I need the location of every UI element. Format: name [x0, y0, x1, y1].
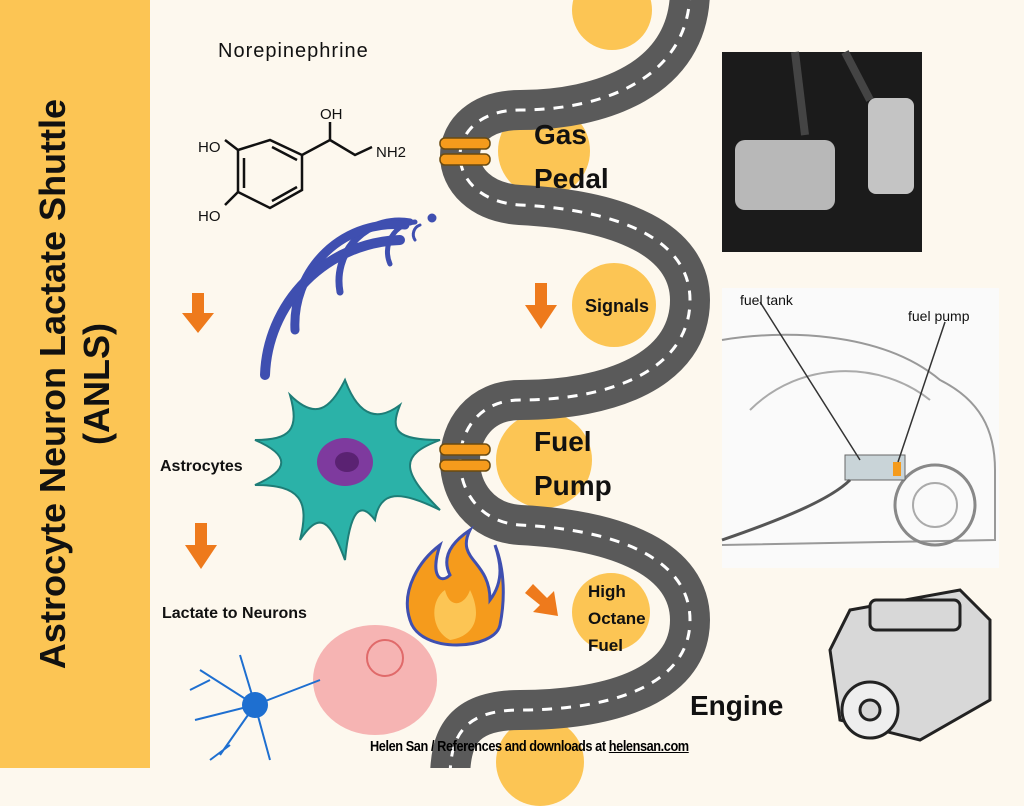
gas-pedal-marker: [439, 137, 491, 166]
high-octane-label: High Octane Fuel: [588, 578, 646, 659]
fuel-pump-diagram-label: fuel pump: [908, 308, 970, 324]
fuel-pump-marker: [439, 443, 491, 472]
astrocytes-label: Astrocytes: [160, 458, 243, 475]
lactate-label: Lactate to Neurons: [162, 605, 307, 622]
gas-pedal-photo: [722, 50, 922, 252]
ho-label-2: HO: [198, 208, 221, 225]
circle-high-octane: [572, 573, 650, 651]
fuel-pump-line2: Pump: [534, 470, 612, 501]
circle-fuel-pump: [496, 412, 592, 508]
fuel-tank-label: fuel tank: [740, 292, 793, 308]
sidebar: Astrocyte Neuron Lactate Shuttle (ANLS): [0, 0, 150, 768]
engine-label: Engine: [690, 690, 784, 721]
car-fuel-diagram: [721, 288, 999, 568]
neuron-icon: [189, 654, 321, 761]
circle-signals: [572, 263, 656, 347]
signal-waves-icon: [260, 213, 437, 380]
norepinephrine-label: Norepinephrine: [218, 40, 369, 62]
high-octane-line3: Fuel: [588, 636, 623, 655]
signals-label: Signals: [585, 296, 650, 316]
brain-icon: [313, 625, 437, 735]
flame-icon: [405, 525, 505, 647]
high-octane-line1: High: [588, 582, 626, 601]
fuel-pump-label: Fuel Pump: [534, 420, 612, 508]
high-octane-line2: Octane: [588, 609, 646, 628]
ho-label-1: HO: [198, 139, 221, 156]
credit-text: Helen San / References and downloads at: [370, 738, 609, 755]
oh-label: OH: [320, 106, 343, 123]
credit-link[interactable]: helensan.com: [608, 738, 689, 755]
gas-pedal-label: Gas Pedal: [534, 113, 609, 201]
norepinephrine-structure: [224, 122, 373, 210]
down-arrow-icons: [182, 283, 558, 616]
astrocyte-icon: [254, 377, 441, 561]
nh2-label: NH2: [376, 144, 407, 161]
credit-line: Helen San / References and downloads at …: [370, 738, 689, 755]
gas-pedal-line2: Pedal: [534, 163, 609, 194]
gas-pedal-line1: Gas: [534, 119, 587, 150]
engine-icon: [828, 588, 992, 742]
road: [182, 0, 999, 768]
fuel-pump-line1: Fuel: [534, 426, 592, 457]
